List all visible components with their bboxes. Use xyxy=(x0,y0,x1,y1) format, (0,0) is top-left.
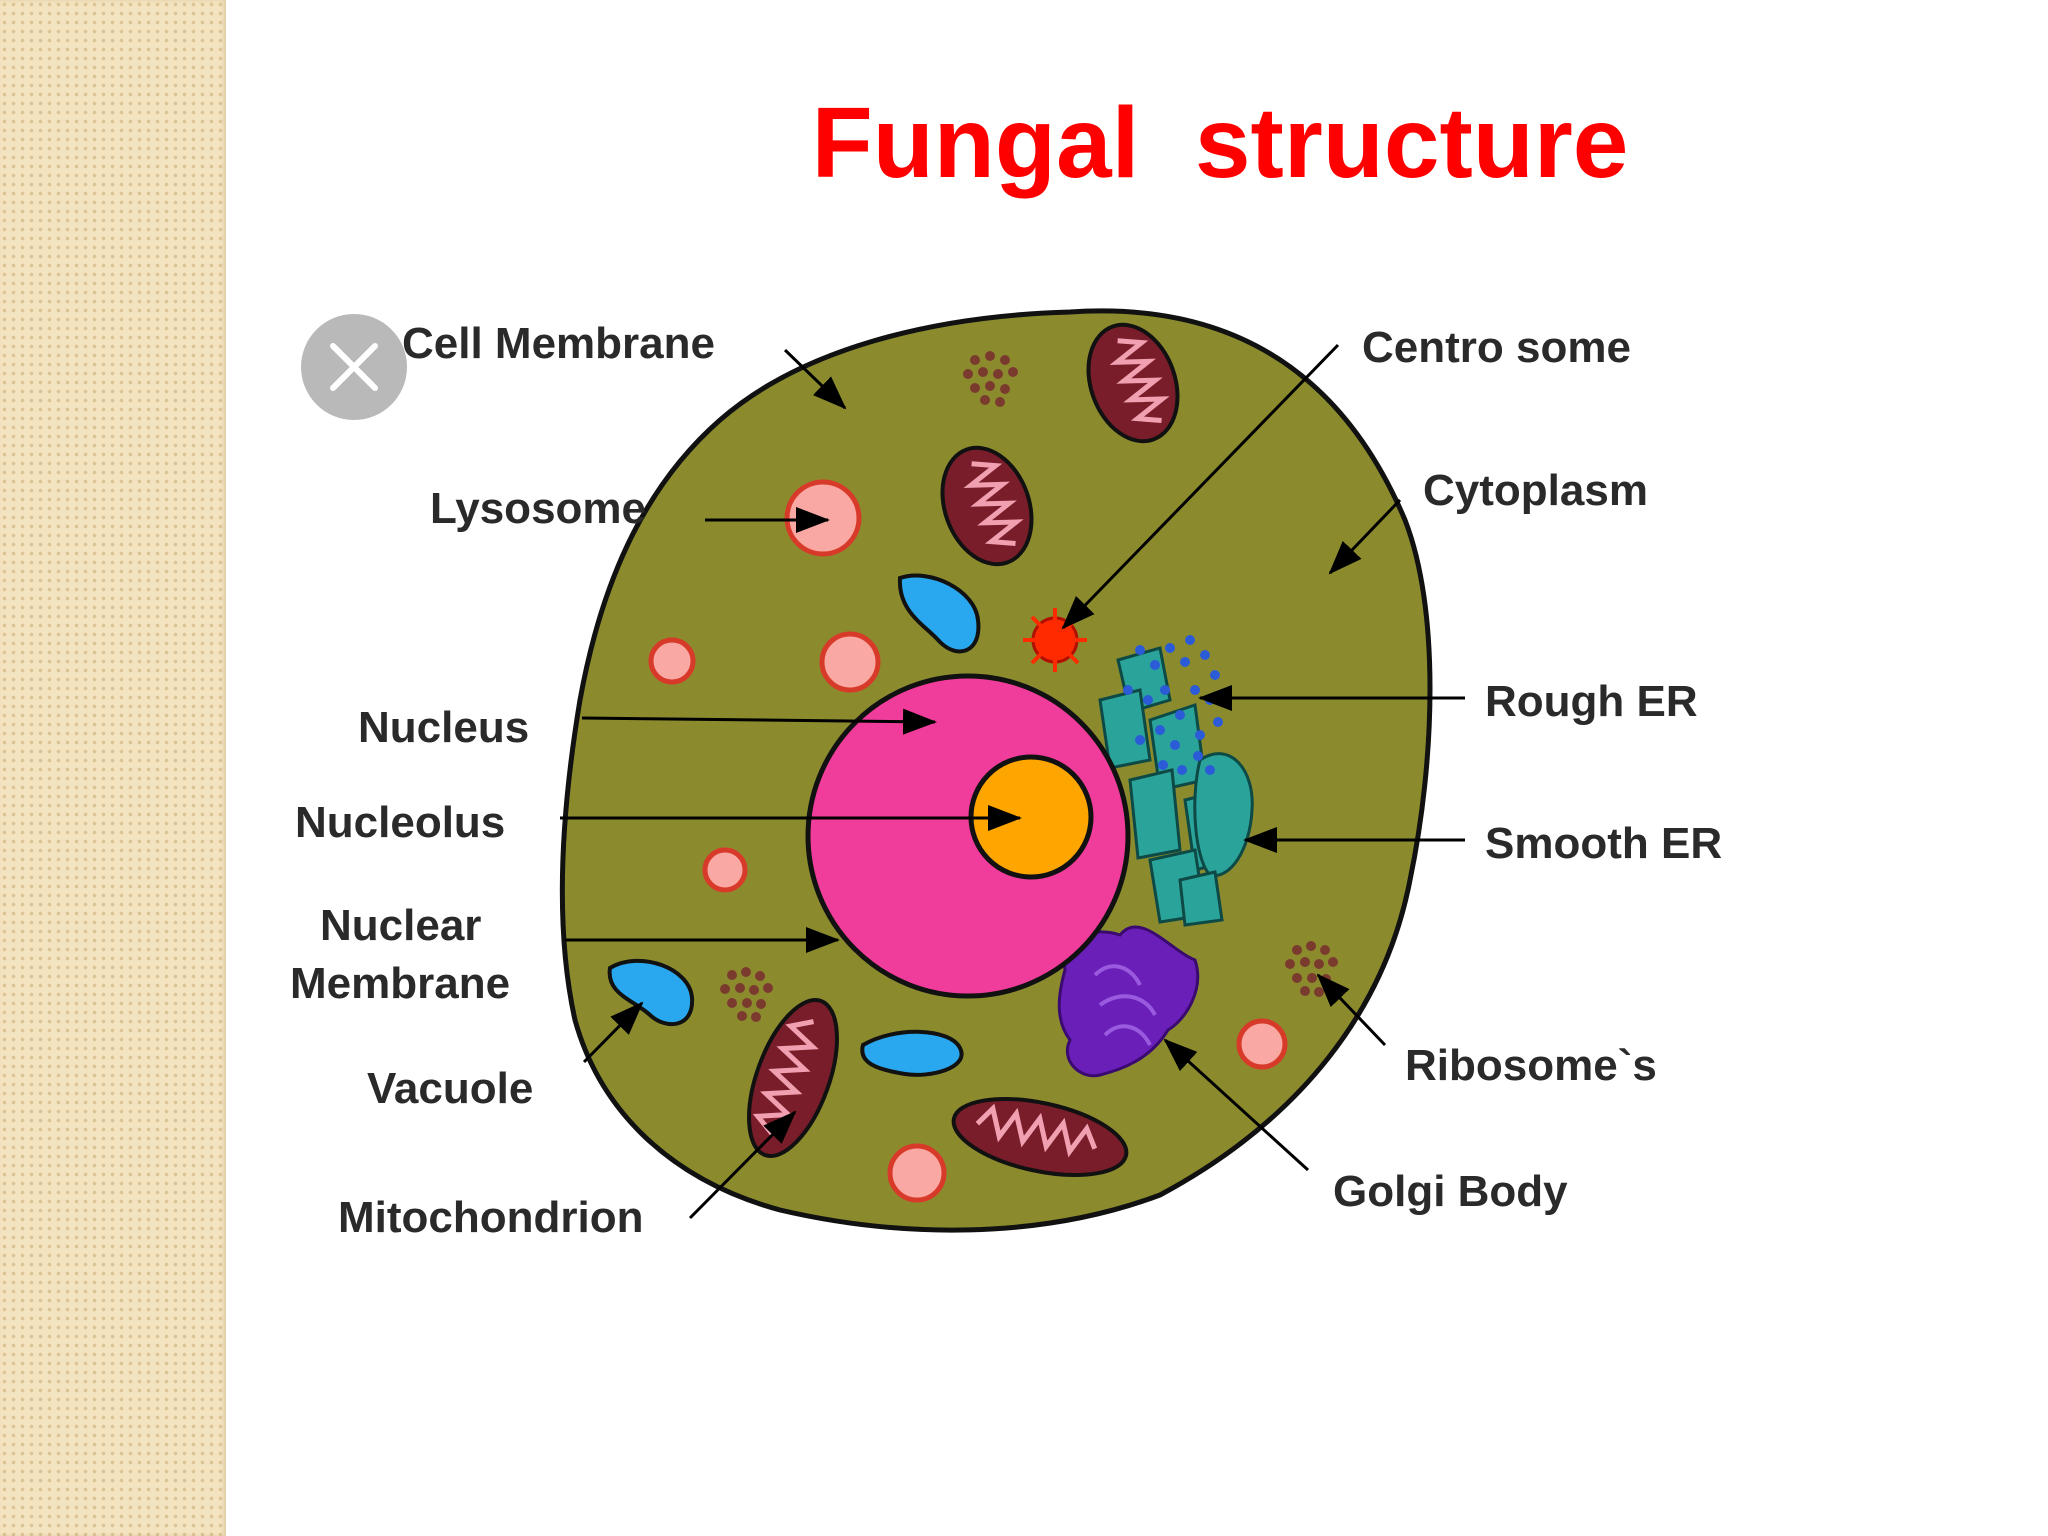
close-button[interactable] xyxy=(301,314,407,420)
mitochondrion-top-left xyxy=(940,445,1034,567)
leader-lines xyxy=(560,343,1465,1220)
label-rough-er: Rough ER xyxy=(1485,677,1698,726)
endoplasmic-reticulum xyxy=(1098,646,1254,927)
golgi-body xyxy=(1057,925,1200,1078)
mitochondrion-top-right xyxy=(1086,322,1180,444)
lysosomes xyxy=(648,479,1288,1203)
arrow-nucleus xyxy=(581,708,937,735)
vacuole-bottom xyxy=(860,1029,964,1077)
label-lysosome: Lysosome xyxy=(430,484,646,533)
arrow-cell-membrane xyxy=(783,348,847,410)
label-golgi-body: Golgi Body xyxy=(1333,1167,1568,1216)
label-cell-membrane: Cell Membrane xyxy=(402,319,715,368)
vacuole-top xyxy=(897,573,981,654)
golgi-cisternae xyxy=(1093,964,1157,1046)
label-nuclear-membrane-1: Nuclear xyxy=(320,901,481,950)
close-icon xyxy=(330,343,378,391)
label-nuclear-membrane-2: Membrane xyxy=(290,959,510,1008)
label-vacuole: Vacuole xyxy=(367,1064,533,1113)
label-nucleolus: Nucleolus xyxy=(295,798,505,847)
arrow-centrosome xyxy=(1061,343,1340,630)
mitochondrion-bottom-right xyxy=(951,1097,1129,1177)
arrow-golgi-body xyxy=(1163,1038,1310,1172)
label-nucleus: Nucleus xyxy=(358,703,529,752)
label-smooth-er: Smooth ER xyxy=(1485,819,1722,868)
label-centrosome: Centro some xyxy=(1362,323,1631,372)
rough-er-dots xyxy=(1123,635,1230,775)
slide-side-strip xyxy=(0,0,226,1536)
label-mitochondrion: Mitochondrion xyxy=(338,1193,644,1242)
label-cytoplasm: Cytoplasm xyxy=(1423,466,1648,515)
arrow-cytoplasm xyxy=(1328,498,1402,575)
arrow-vacuole xyxy=(582,1001,644,1064)
nucleus xyxy=(805,673,1131,999)
slide-title: Fungal structure xyxy=(811,87,1629,199)
centrosome xyxy=(1023,608,1087,672)
vacuole-left xyxy=(607,958,695,1026)
label-ribosomes: Ribosome`s xyxy=(1405,1041,1657,1090)
arrow-ribosomes xyxy=(1316,973,1387,1047)
ribosome-cluster-left xyxy=(720,967,773,1022)
ribosome-cluster-top xyxy=(963,351,1018,407)
arrow-mitochondrion xyxy=(688,1110,797,1220)
